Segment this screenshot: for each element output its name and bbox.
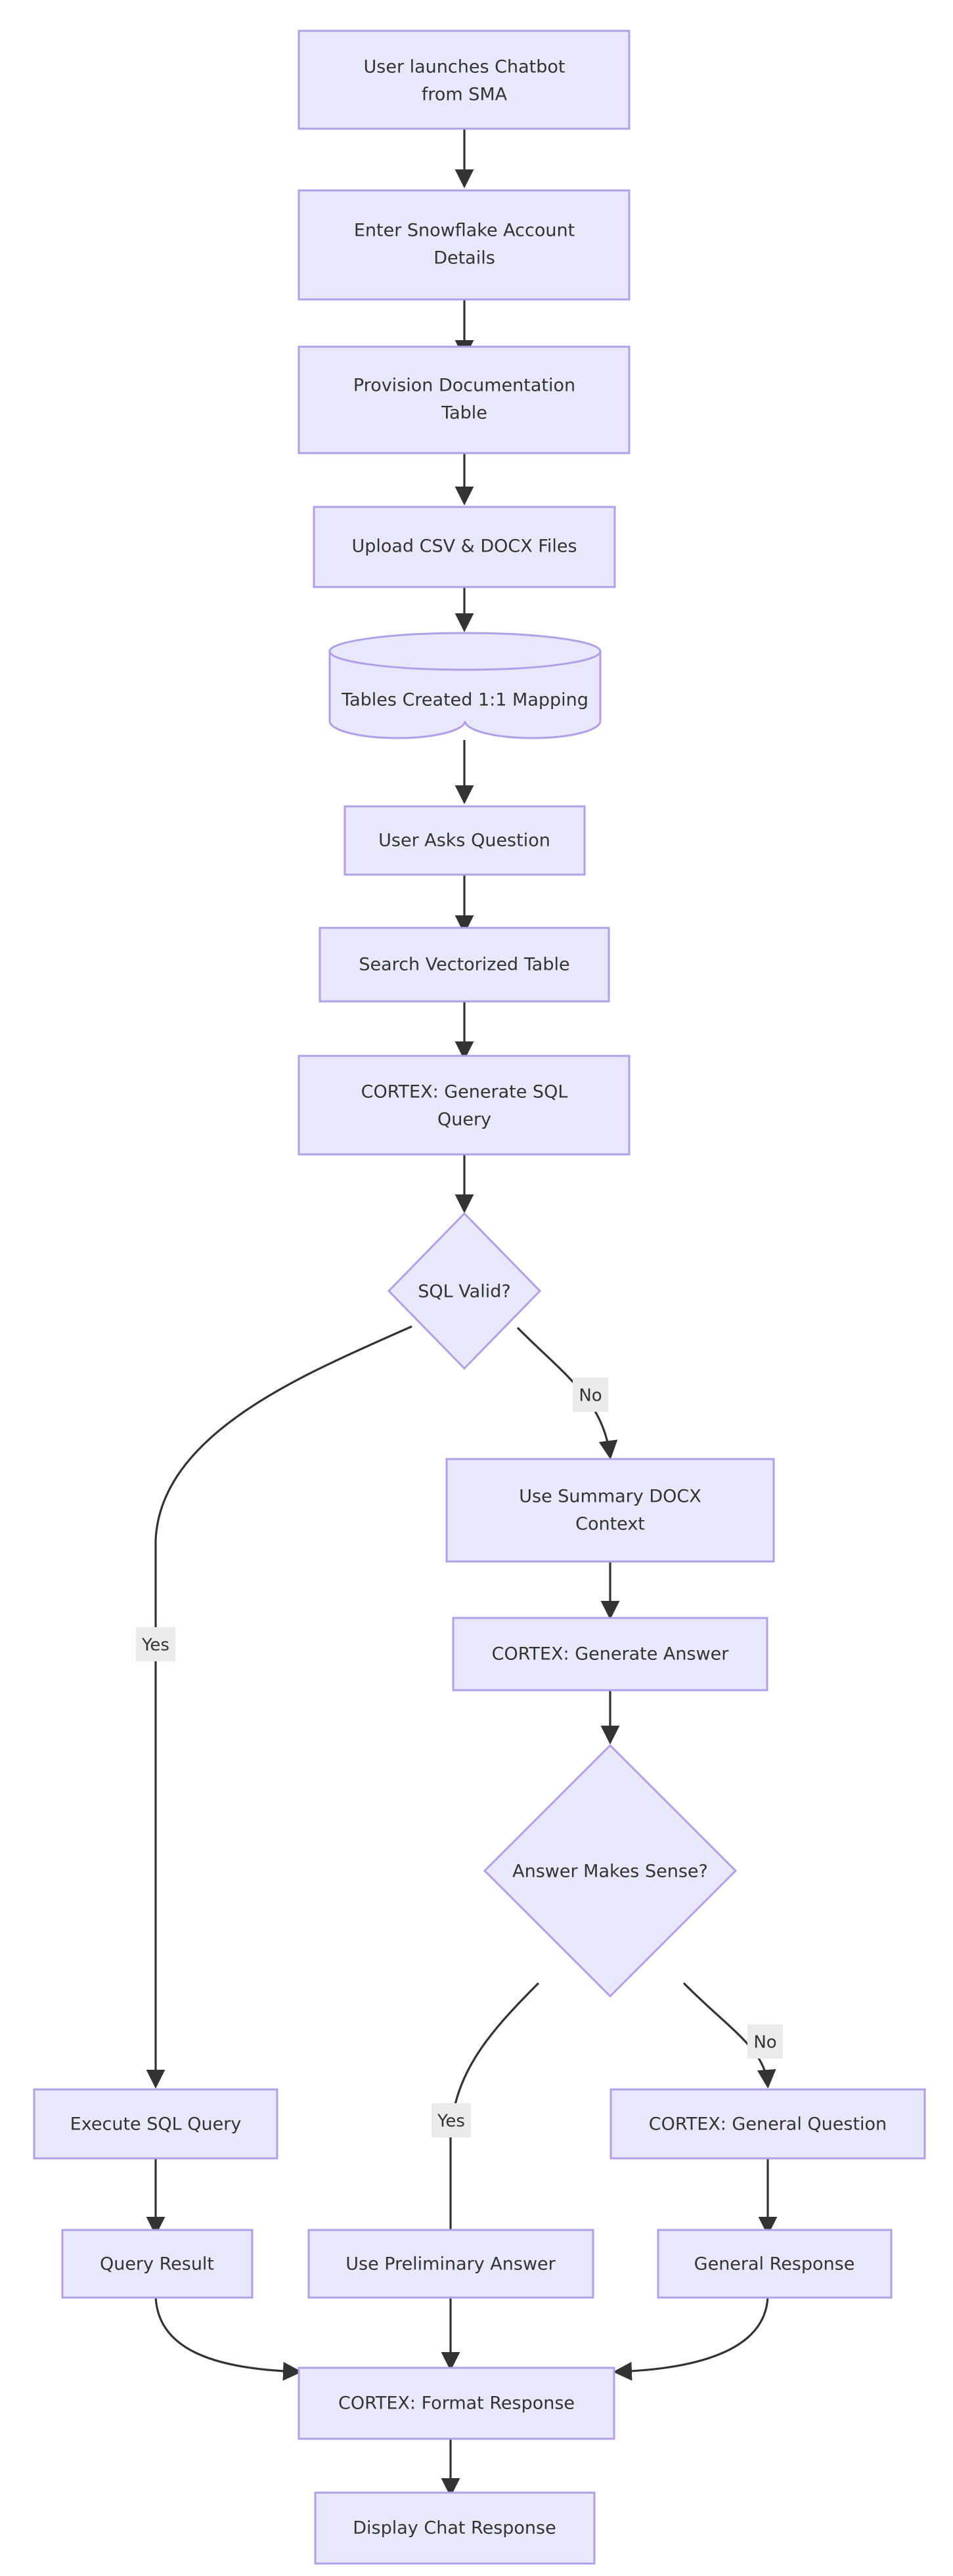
node-general-response[interactable]: General Response bbox=[657, 2229, 893, 2299]
edge-n15-n18 bbox=[154, 2296, 302, 2381]
node-search-vectorized-table[interactable]: Search Vectorized Table bbox=[319, 927, 610, 1003]
edge-label-answer-sense-yes: Yes bbox=[432, 2103, 471, 2137]
edge-n17-n18 bbox=[613, 2296, 769, 2381]
node-label-line1: User launches Chatbot bbox=[364, 57, 565, 77]
node-label-line1: Use Summary DOCX bbox=[519, 1487, 701, 1507]
node-label-line2: Table bbox=[441, 403, 487, 424]
edge-label-text: Yes bbox=[141, 1636, 169, 1655]
node-display-chat-response[interactable]: Display Chat Response bbox=[314, 2491, 596, 2565]
node-shape-diamond bbox=[483, 1743, 738, 1998]
node-label-line1: Upload CSV & DOCX Files bbox=[351, 536, 577, 557]
edge-label-text: Yes bbox=[437, 2112, 465, 2131]
node-tables-created-mapping[interactable]: Tables Created 1:1 Mapping bbox=[328, 632, 602, 739]
node-shape-rect bbox=[33, 2088, 278, 2160]
node-shape-rect bbox=[657, 2229, 893, 2299]
node-provision-documentation-table[interactable]: Provision Documentation Table bbox=[298, 345, 631, 454]
node-label-line1: Enter Snowflake Account bbox=[354, 221, 575, 241]
node-shape-rect bbox=[314, 2491, 596, 2565]
node-label-line2: from SMA bbox=[422, 85, 508, 105]
node-query-result[interactable]: Query Result bbox=[61, 2229, 254, 2299]
node-label-line2: Query bbox=[437, 1110, 491, 1130]
node-upload-csv-docx-files[interactable]: Upload CSV & DOCX Files bbox=[313, 506, 616, 588]
node-label-line1: CORTEX: Generate Answer bbox=[492, 1644, 730, 1665]
edge-label-background bbox=[573, 1378, 608, 1412]
node-shape-rect bbox=[298, 30, 631, 130]
node-label-line1: CORTEX: Format Response bbox=[338, 2393, 575, 2414]
node-shape-cylinder-body bbox=[328, 650, 602, 739]
node-shape-rect bbox=[609, 2088, 926, 2160]
node-cortex-format-response[interactable]: CORTEX: Format Response bbox=[298, 2367, 615, 2440]
edge-label-sql-valid-yes: Yes bbox=[136, 1627, 175, 1661]
edge-label-sql-valid-no: No bbox=[573, 1378, 608, 1412]
node-label-line1: Search Vectorized Table bbox=[359, 955, 569, 975]
node-shape-diamond bbox=[387, 1212, 542, 1370]
node-shape-rect bbox=[298, 345, 631, 454]
node-label-line1: General Response bbox=[694, 2254, 855, 2275]
node-label-line1: Tables Created 1:1 Mapping bbox=[341, 690, 588, 710]
edge-n12-n14 bbox=[682, 1982, 776, 2089]
node-shape-rect bbox=[307, 2229, 594, 2299]
node-cortex-general-question[interactable]: CORTEX: General Question bbox=[609, 2088, 926, 2160]
edge-n9-n13 bbox=[146, 1325, 412, 2089]
node-label-line2: Context bbox=[575, 1514, 645, 1535]
node-label-line1: SQL Valid? bbox=[418, 1282, 510, 1302]
edge-label-text: No bbox=[579, 1386, 602, 1406]
node-label-line1: Execute SQL Query bbox=[70, 2114, 242, 2135]
node-shape-cylinder-top bbox=[328, 632, 602, 671]
node-label-line1: Provision Documentation bbox=[353, 376, 575, 396]
node-shape-rect bbox=[298, 189, 631, 301]
node-cortex-generate-sql-query[interactable]: CORTEX: Generate SQL Query bbox=[298, 1055, 631, 1156]
node-label-line1: Use Preliminary Answer bbox=[345, 2254, 556, 2275]
node-label-line2: Details bbox=[433, 248, 495, 269]
node-use-preliminary-answer[interactable]: Use Preliminary Answer bbox=[307, 2229, 594, 2299]
edge-label-background bbox=[747, 2024, 783, 2059]
node-user-launches-chatbot[interactable]: User launches Chatbot from SMA bbox=[298, 30, 631, 130]
node-label-line1: Display Chat Response bbox=[353, 2518, 556, 2539]
node-shape-rect bbox=[319, 927, 610, 1003]
node-execute-sql-query[interactable]: Execute SQL Query bbox=[33, 2088, 278, 2160]
node-label-line1: User Asks Question bbox=[378, 831, 550, 851]
node-label-line1: Answer Makes Sense? bbox=[512, 1862, 708, 1882]
node-shape-rect bbox=[298, 2367, 615, 2440]
node-label-line1: Query Result bbox=[100, 2254, 214, 2275]
node-shape-rect bbox=[313, 506, 616, 588]
node-shape-rect bbox=[445, 1458, 775, 1563]
node-shape-rect bbox=[344, 805, 586, 876]
node-label-line1: CORTEX: Generate SQL bbox=[361, 1082, 568, 1102]
node-enter-snowflake-account-details[interactable]: Enter Snowflake Account Details bbox=[298, 189, 631, 301]
node-cortex-generate-answer[interactable]: CORTEX: Generate Answer bbox=[452, 1617, 768, 1692]
node-sql-valid-decision[interactable]: SQL Valid? bbox=[387, 1212, 542, 1370]
edge-label-background bbox=[432, 2103, 471, 2137]
node-user-asks-question[interactable]: User Asks Question bbox=[344, 805, 586, 876]
node-shape-rect bbox=[61, 2229, 254, 2299]
node-use-summary-docx-context[interactable]: Use Summary DOCX Context bbox=[445, 1458, 775, 1563]
node-answer-makes-sense-decision[interactable]: Answer Makes Sense? bbox=[483, 1743, 738, 1998]
node-shape-rect bbox=[452, 1617, 768, 1692]
edge-label-answer-sense-no: No bbox=[747, 2024, 783, 2059]
node-label-line1: CORTEX: General Question bbox=[649, 2114, 887, 2135]
node-shape-rect bbox=[298, 1055, 631, 1156]
edge-label-text: No bbox=[753, 2033, 776, 2053]
edge-label-background bbox=[136, 1627, 175, 1661]
